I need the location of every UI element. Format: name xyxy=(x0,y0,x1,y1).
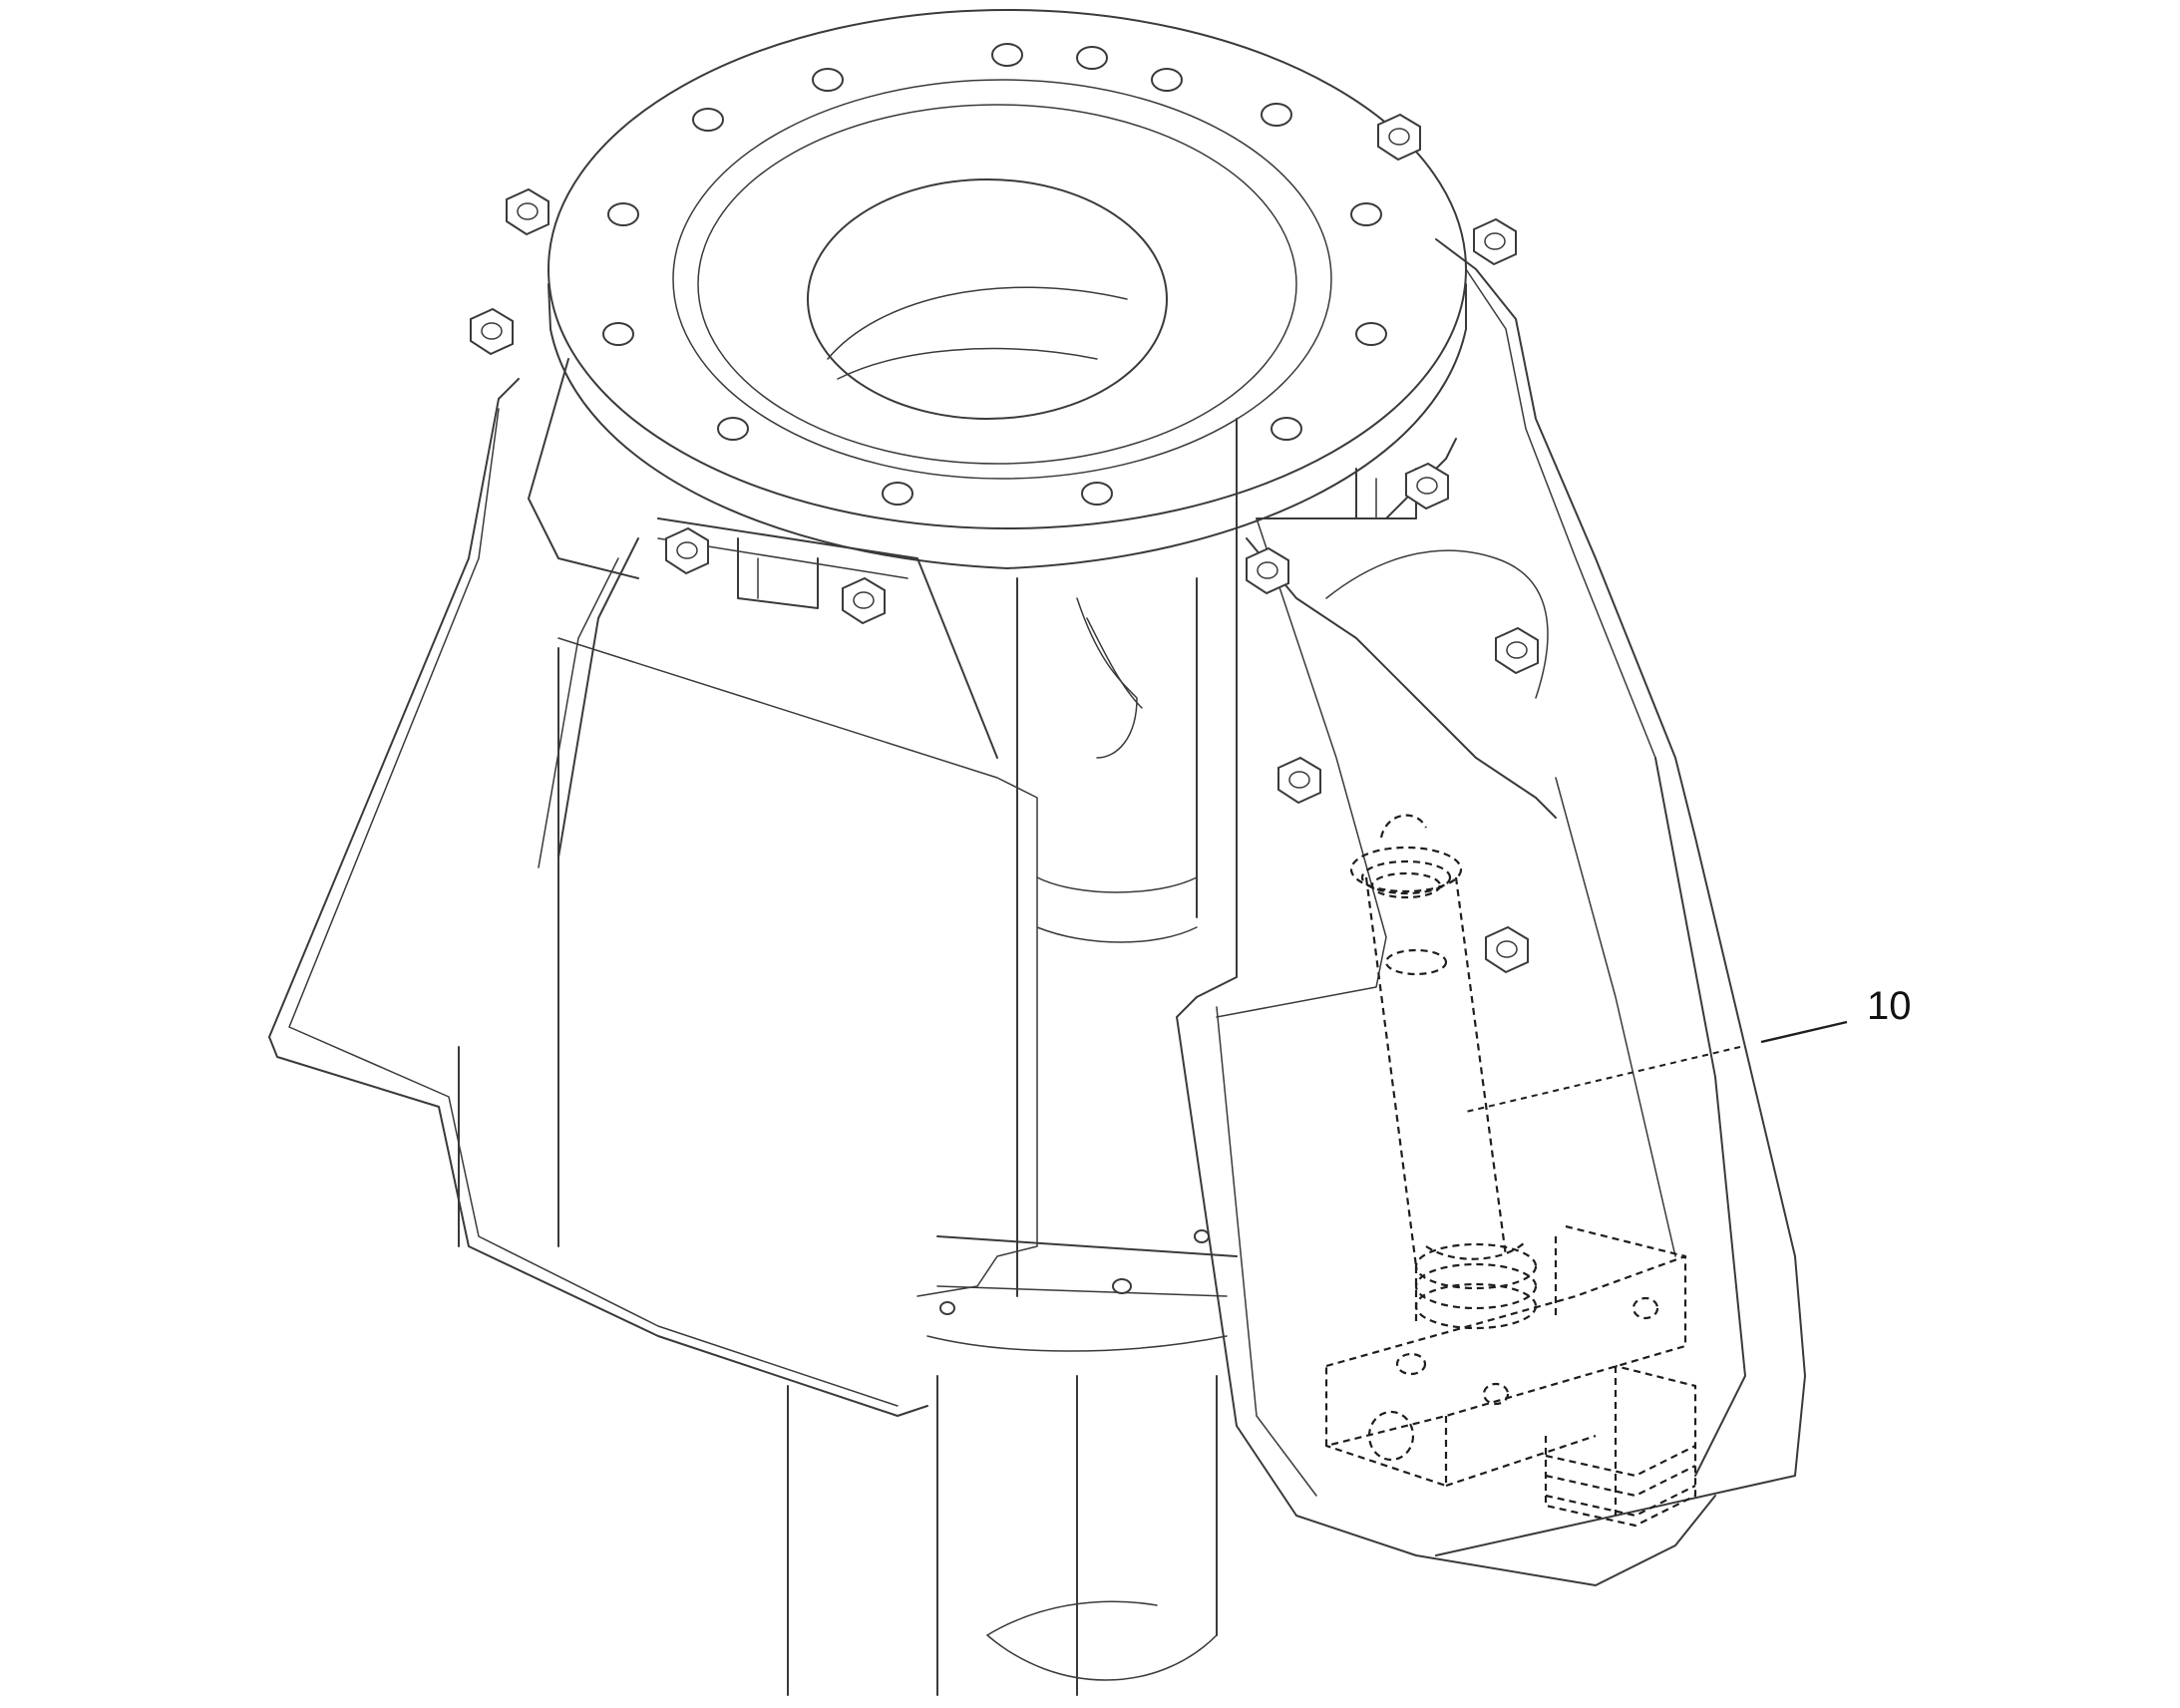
lower-pipe xyxy=(787,1375,1218,1696)
hex-bolts xyxy=(470,113,1539,974)
hex-bolt xyxy=(1495,626,1539,675)
left-housing xyxy=(268,378,1038,1417)
hex-bolt xyxy=(665,526,709,575)
hidden-actuator-assembly xyxy=(1324,814,1697,1528)
hex-bolt xyxy=(1473,217,1517,266)
upper-collar xyxy=(528,358,1557,819)
central-body xyxy=(926,577,1238,1352)
hex-bolt xyxy=(842,576,886,625)
hex-bolt xyxy=(1277,756,1321,805)
top-flange xyxy=(547,9,1467,569)
callout-10: 10 xyxy=(1465,984,1912,1113)
hex-bolt xyxy=(470,307,514,356)
hex-bolt xyxy=(1405,462,1449,511)
hex-bolt xyxy=(1377,113,1421,162)
flange-bolt-holes xyxy=(602,43,1387,506)
callout-label: 10 xyxy=(1867,984,1912,1028)
hex-bolt xyxy=(1485,925,1529,974)
hex-bolt xyxy=(1246,546,1289,595)
hex-bolt xyxy=(506,187,549,236)
right-housing xyxy=(1176,238,1806,1586)
